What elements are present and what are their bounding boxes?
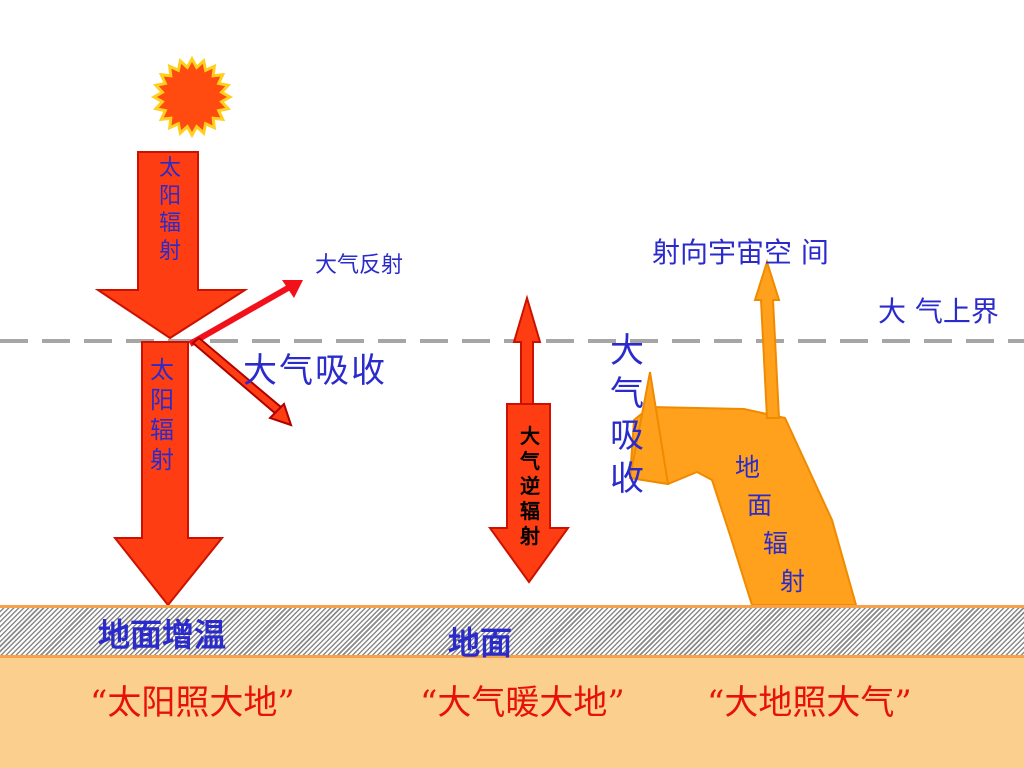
caption-band (0, 655, 1024, 768)
ground-warming-label: 地面增温 (98, 616, 227, 654)
absorption-arrow (191, 336, 293, 427)
to-space-label: 射向宇宙空 间 (652, 236, 829, 269)
reflection-label: 大气反射 (315, 253, 404, 278)
atmosphere-top-label: 大 气上界 (878, 295, 999, 328)
caption-earth-warms-atmosphere: “大地照大气” (707, 683, 912, 723)
absorption-label: 大气吸收 (243, 351, 387, 391)
counter-radiation-label: 大 气 逆 辐 射 (520, 424, 540, 548)
solar-radiation-arrow-upper (94, 151, 249, 340)
reflection-arrow (188, 280, 303, 347)
to-space-arrow (753, 258, 781, 419)
ground-label: 地面 (448, 624, 513, 662)
sun-icon (150, 55, 234, 139)
terrestrial-absorption-label: 大 气 吸 收 (610, 331, 644, 499)
solar-radiation-label-lower: 太 阳 辐 射 (150, 356, 174, 474)
caption-sun-heats-earth: “太阳照大地” (90, 683, 295, 723)
caption-atmosphere-warms-earth: “大气暖大地” (420, 683, 625, 723)
solar-radiation-arrow-lower (112, 341, 225, 607)
terrestrial-radiation-band (628, 371, 858, 606)
counter-radiation-arrow (488, 294, 570, 584)
solar-radiation-label-upper: 太 阳 辐 射 (158, 156, 181, 264)
ground-surface-band (0, 605, 1024, 655)
